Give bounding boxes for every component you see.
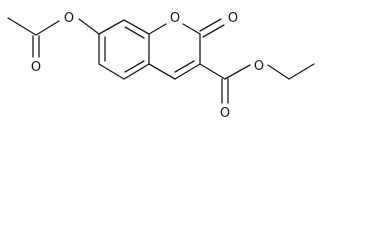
bond-lines xyxy=(7,17,315,104)
bond-c7-c8 xyxy=(98,19,125,35)
bond-c3-ester-carbon xyxy=(199,63,226,80)
atom-labels: O O O O O O xyxy=(31,11,264,121)
bond-c3-c4 xyxy=(174,63,201,80)
bond-c4-c4a xyxy=(148,63,176,80)
bond-c8a-c8-inner xyxy=(124,26,145,39)
bond-ethyl-chain xyxy=(288,63,315,80)
atom-lactone-carbonyl-oxygen: O xyxy=(228,11,238,26)
atom-ester-carbonyl-oxygen: O xyxy=(220,106,230,121)
bond-o1-c2 xyxy=(182,23,201,35)
bond-oxygen-to-ring xyxy=(78,18,100,35)
bond-lactone-carbonyl-b xyxy=(202,24,225,38)
bond-c4a-c5-inner xyxy=(124,60,145,73)
atom-acetyl-ester-oxygen: O xyxy=(64,11,74,26)
bond-c3-c4-inner xyxy=(174,60,195,73)
atom-ethyl-ester-oxygen: O xyxy=(254,59,264,74)
bond-ester-carbon-to-oxygen xyxy=(224,64,251,80)
bond-c8-c8a xyxy=(123,19,150,35)
bond-c5-c6 xyxy=(98,63,125,80)
bond-lactone-carbonyl-a xyxy=(199,18,222,32)
atom-ring-oxygen: O xyxy=(170,11,180,26)
molecular-structure: O O O O O O xyxy=(7,11,315,121)
bond-acetyl-to-oxygen xyxy=(35,20,60,36)
bond-acetyl-methyl xyxy=(7,17,37,36)
bond-c4a-c5 xyxy=(123,63,150,80)
bond-oxygen-to-ethyl xyxy=(267,64,290,80)
bond-c8a-o1 xyxy=(148,23,167,35)
atom-acetyl-carbonyl-oxygen: O xyxy=(31,60,41,75)
